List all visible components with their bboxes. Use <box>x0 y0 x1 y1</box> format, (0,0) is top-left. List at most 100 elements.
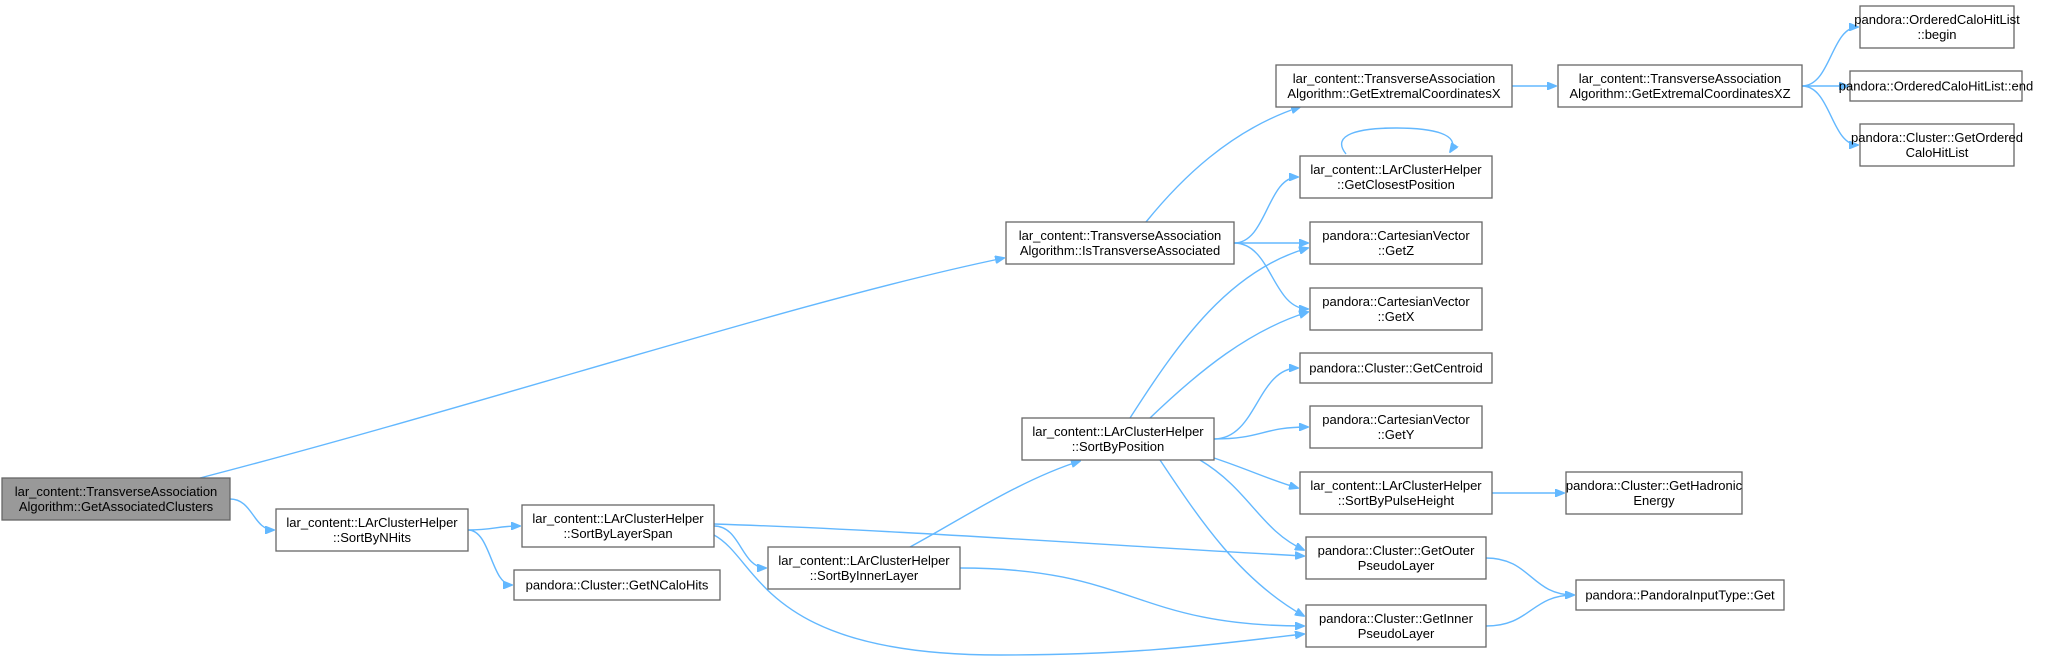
node-gety[interactable]: pandora::CartesianVector::GetY <box>1309 405 1483 449</box>
node-sortbyinnerlayer[interactable]: lar_content::LArClusterHelper::SortByInn… <box>767 546 961 590</box>
node-label: Algorithm::GetAssociatedClusters <box>19 499 214 514</box>
node-label: ::SortByNHits <box>333 530 412 545</box>
node-label: lar_content::LArClusterHelper <box>778 553 950 568</box>
node-box <box>1849 70 2023 102</box>
node-getassociatedclusters[interactable]: lar_content::TransverseAssociationAlgori… <box>1 477 231 521</box>
node-label: Algorithm::IsTransverseAssociated <box>1020 243 1220 258</box>
node-label: pandora::Cluster::GetHadronic <box>1566 478 1743 493</box>
call-edge-sortbylayerspan-to-getouterpseudolayer <box>713 523 1304 556</box>
node-box <box>1299 352 1493 384</box>
node-end[interactable]: pandora::OrderedCaloHitList::end <box>1839 70 2033 102</box>
node-getextremalcoordinatesx[interactable]: lar_content::TransverseAssociationAlgori… <box>1275 64 1513 108</box>
node-label: pandora::CartesianVector <box>1322 294 1470 309</box>
node-label: CaloHitList <box>1906 145 1969 160</box>
node-label: pandora::CartesianVector <box>1322 228 1470 243</box>
node-getncalohits[interactable]: pandora::Cluster::GetNCaloHits <box>513 569 721 601</box>
node-label: pandora::Cluster::GetNCaloHits <box>526 578 709 593</box>
node-box <box>1021 417 1215 461</box>
node-label: pandora::Cluster::GetOuter <box>1318 543 1475 558</box>
node-box <box>275 508 469 552</box>
node-label: lar_content::LArClusterHelper <box>1310 478 1482 493</box>
call-edge-sortbyposition-to-gety <box>1213 427 1308 440</box>
node-label: lar_content::LArClusterHelper <box>1032 424 1204 439</box>
node-box <box>1309 405 1483 449</box>
node-label: lar_content::TransverseAssociation <box>15 484 218 499</box>
node-getclosestposition[interactable]: lar_content::LArClusterHelper::GetCloses… <box>1299 155 1493 199</box>
node-label: ::GetY <box>1378 427 1415 442</box>
node-label: lar_content::TransverseAssociation <box>1579 71 1782 86</box>
node-label: Algorithm::GetExtremalCoordinatesX <box>1287 86 1500 101</box>
node-label: ::GetZ <box>1378 243 1414 258</box>
node-box <box>513 569 721 601</box>
node-label: lar_content::LArClusterHelper <box>286 515 458 530</box>
call-edge-getassociatedclusters-to-sortbynhits <box>229 498 274 530</box>
node-getz[interactable]: pandora::CartesianVector::GetZ <box>1309 221 1483 265</box>
node-pandorainputtypeget[interactable]: pandora::PandoraInputType::Get <box>1575 579 1785 611</box>
call-edge-getextremalcoordinatesxz-to-getorderedcalohitlist <box>1801 85 1858 145</box>
call-edge-sortbyposition-to-getx <box>1149 312 1308 419</box>
node-label: PseudoLayer <box>1358 626 1435 641</box>
node-label: ::SortByPulseHeight <box>1338 493 1455 508</box>
call-edge-sortbyposition-to-getouterpseudolayer <box>1199 459 1304 550</box>
node-label: ::SortByInnerLayer <box>810 568 919 583</box>
call-edge-getouterpseudolayer-to-pandorainputtypeget <box>1485 557 1574 595</box>
node-label: ::GetX <box>1378 309 1415 324</box>
call-edge-sortbyposition-to-getcentroid <box>1213 368 1298 440</box>
node-label: PseudoLayer <box>1358 558 1435 573</box>
node-box <box>1305 536 1487 580</box>
node-label: lar_content::TransverseAssociation <box>1019 228 1222 243</box>
node-sortbynhits[interactable]: lar_content::LArClusterHelper::SortByNHi… <box>275 508 469 552</box>
call-edge-getassociatedclusters-to-istransverseassociated <box>199 258 1004 479</box>
node-box <box>1309 221 1483 265</box>
node-label: pandora::OrderedCaloHitList::end <box>1839 79 2033 94</box>
node-label: pandora::PandoraInputType::Get <box>1585 588 1775 603</box>
node-box <box>1275 64 1513 108</box>
node-label: lar_content::LArClusterHelper <box>1310 162 1482 177</box>
call-edge-istransverseassociated-to-getx <box>1233 242 1308 309</box>
node-sortbyposition[interactable]: lar_content::LArClusterHelper::SortByPos… <box>1021 417 1215 461</box>
node-box <box>1309 287 1483 331</box>
call-edge-sortbyposition-to-sortbypulseheight <box>1213 457 1298 488</box>
node-label: Algorithm::GetExtremalCoordinatesXZ <box>1569 86 1790 101</box>
node-istransverseassociated[interactable]: lar_content::TransverseAssociationAlgori… <box>1005 221 1235 265</box>
node-getx[interactable]: pandora::CartesianVector::GetX <box>1309 287 1483 331</box>
call-edge-sortbynhits-to-sortbylayerspan <box>467 526 520 531</box>
call-edge-getinnerpseudolayer-to-pandorainputtypeget <box>1485 595 1574 627</box>
node-label: ::SortByLayerSpan <box>563 526 672 541</box>
node-getcentroid[interactable]: pandora::Cluster::GetCentroid <box>1299 352 1493 384</box>
node-label: Energy <box>1633 493 1675 508</box>
function-nodes: lar_content::TransverseAssociationAlgori… <box>1 5 2033 648</box>
node-box <box>1859 123 2015 167</box>
node-box <box>1557 64 1803 108</box>
node-getextremalcoordinatesxz[interactable]: lar_content::TransverseAssociationAlgori… <box>1557 64 1803 108</box>
call-edge-sortbyinnerlayer-to-getinnerpseudolayer <box>959 567 1304 626</box>
call-edge-sortbylayerspan-to-sortbyinnerlayer <box>713 525 766 568</box>
call-edge-istransverseassociated-to-getextremalcoordinatesx <box>1145 107 1300 223</box>
node-sortbypulseheight[interactable]: lar_content::LArClusterHelper::SortByPul… <box>1299 471 1493 515</box>
node-box <box>1575 579 1785 611</box>
node-box <box>1859 5 2015 49</box>
node-label: ::GetClosestPosition <box>1337 177 1455 192</box>
node-label: pandora::CartesianVector <box>1322 412 1470 427</box>
node-box <box>1 477 231 521</box>
node-box <box>1305 604 1487 648</box>
node-begin[interactable]: pandora::OrderedCaloHitList::begin <box>1854 5 2020 49</box>
node-box <box>1005 221 1235 265</box>
call-edge-sortbyposition-to-getinnerpseudolayer <box>1159 459 1304 616</box>
node-label: lar_content::LArClusterHelper <box>532 511 704 526</box>
call-edge-istransverseassociated-to-getclosestposition <box>1233 177 1298 244</box>
node-sortbylayerspan[interactable]: lar_content::LArClusterHelper::SortByLay… <box>521 504 715 548</box>
call-edge-getextremalcoordinatesxz-to-begin <box>1801 27 1858 87</box>
node-label: lar_content::TransverseAssociation <box>1293 71 1496 86</box>
call-edge-getclosestposition-to-getclosestposition <box>1340 127 1453 155</box>
call-edge-sortbyposition-to-getz <box>1129 248 1308 419</box>
call-edges <box>199 27 1858 656</box>
call-edge-sortbyinnerlayer-to-sortbyposition <box>909 461 1080 548</box>
node-box <box>1299 471 1493 515</box>
node-box <box>521 504 715 548</box>
